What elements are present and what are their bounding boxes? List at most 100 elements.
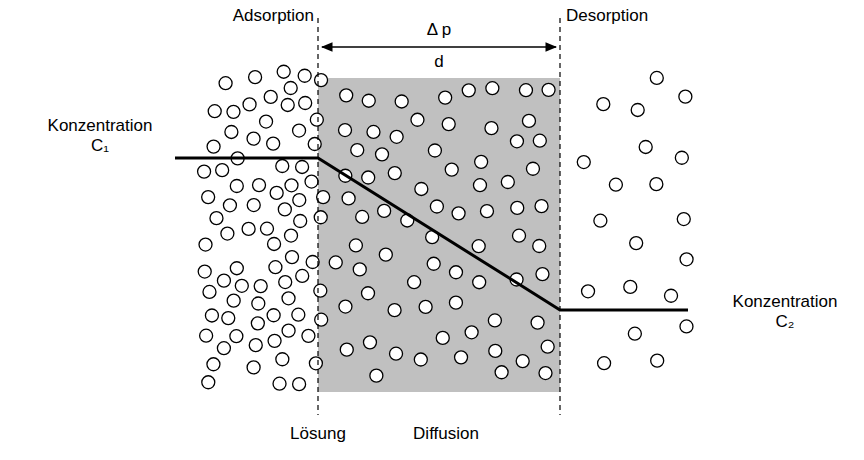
molecule	[315, 313, 328, 326]
molecule	[388, 167, 401, 180]
molecule	[488, 314, 501, 327]
molecule	[356, 210, 369, 223]
molecule	[247, 361, 260, 374]
molecule	[253, 179, 266, 192]
molecule	[597, 98, 610, 111]
molecule	[486, 82, 499, 95]
molecule	[200, 329, 213, 342]
molecule	[489, 344, 502, 357]
molecule	[526, 162, 539, 175]
process-label: Lösung	[290, 424, 346, 444]
molecule	[582, 285, 595, 298]
molecule	[227, 105, 240, 118]
molecule	[516, 355, 529, 368]
molecule	[198, 265, 211, 278]
molecule	[511, 201, 524, 214]
molecule	[340, 343, 353, 356]
molecule	[598, 357, 611, 370]
molecules	[198, 65, 693, 390]
molecule	[628, 327, 641, 340]
molecule	[207, 358, 220, 371]
molecule	[677, 213, 690, 226]
molecule	[277, 65, 290, 78]
molecule	[630, 237, 643, 250]
molecule	[267, 309, 280, 322]
molecule	[199, 238, 212, 251]
molecule	[230, 262, 243, 275]
molecule	[679, 90, 692, 103]
molecule	[282, 324, 295, 337]
molecule	[533, 240, 546, 253]
molecule	[217, 342, 230, 355]
molecule	[285, 179, 298, 192]
molecule	[267, 137, 280, 150]
molecule	[207, 140, 220, 153]
molecule	[249, 339, 262, 352]
molecule	[217, 274, 230, 287]
molecule	[651, 354, 664, 367]
molecule	[510, 135, 523, 148]
molecule	[294, 215, 307, 228]
molecule	[268, 334, 281, 347]
molecule	[536, 268, 549, 281]
concentration-label: Konzentration C₁	[48, 116, 153, 157]
molecule	[243, 98, 256, 111]
molecule	[442, 118, 455, 131]
molecule	[276, 353, 289, 366]
molecule	[485, 122, 498, 135]
process-label: Diffusion	[413, 424, 479, 444]
molecule	[428, 144, 441, 157]
molecule	[501, 176, 514, 189]
molecule	[379, 248, 392, 261]
molecule	[449, 296, 462, 309]
molecule	[349, 239, 362, 252]
molecule	[472, 240, 485, 253]
molecule	[293, 124, 306, 137]
molecule	[242, 222, 255, 235]
molecule	[279, 276, 292, 289]
molecule	[230, 330, 243, 343]
molecule	[473, 276, 486, 289]
molecule	[296, 269, 309, 282]
molecule	[495, 366, 508, 379]
molecule	[395, 95, 408, 108]
molecule	[268, 237, 281, 250]
molecule	[314, 284, 327, 297]
molecule	[522, 114, 535, 127]
molecule	[609, 178, 622, 191]
molecule	[310, 113, 323, 126]
dimension-label: d	[434, 52, 443, 72]
molecule	[475, 155, 488, 168]
molecule	[203, 285, 216, 298]
molecule	[210, 212, 223, 225]
molecule	[249, 71, 262, 84]
molecule	[286, 251, 299, 264]
molecule	[388, 304, 401, 317]
molecule	[594, 214, 607, 227]
molecule	[480, 205, 493, 218]
molecule	[455, 351, 468, 364]
molecule	[329, 256, 342, 269]
molecule	[252, 297, 265, 310]
molecule	[292, 308, 305, 321]
molecule	[284, 82, 297, 95]
molecule	[390, 347, 403, 360]
molecule	[370, 369, 383, 382]
molecule	[363, 336, 376, 349]
molecule	[473, 179, 486, 192]
molecule	[577, 156, 590, 169]
molecule	[519, 84, 532, 97]
molecule	[340, 89, 353, 102]
molecule	[219, 77, 232, 90]
molecule	[414, 353, 427, 366]
zone-label: Desorption	[566, 6, 648, 26]
molecule	[539, 367, 552, 380]
molecule	[531, 316, 544, 329]
molecule	[270, 186, 283, 199]
molecule	[541, 340, 554, 353]
molecule	[362, 287, 375, 300]
molecule	[230, 180, 243, 193]
concentration-label: Konzentration C₂	[733, 292, 838, 333]
molecule	[462, 84, 475, 97]
molecule	[513, 229, 526, 242]
